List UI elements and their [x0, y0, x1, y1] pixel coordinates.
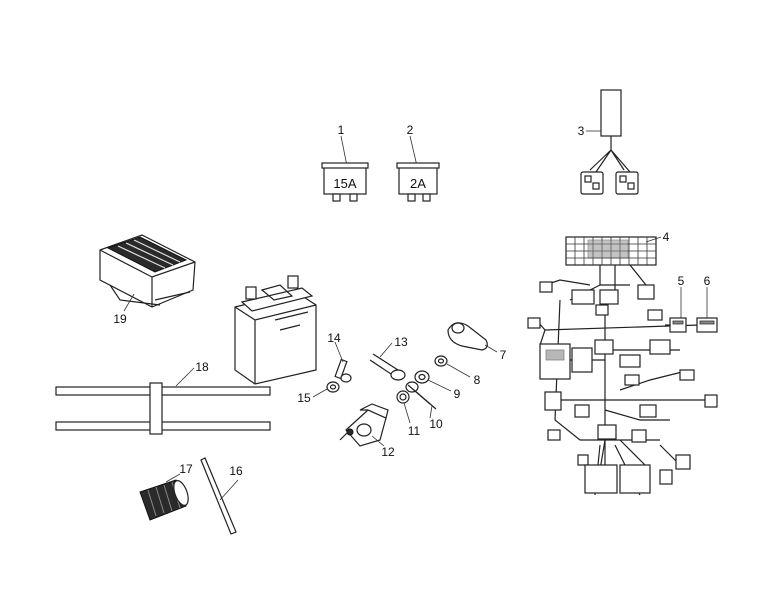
- callout-3: 3: [578, 124, 585, 138]
- callout-10: 10: [429, 417, 443, 431]
- connector-part-6: [696, 287, 718, 333]
- washer-part-10: [405, 381, 437, 419]
- fuse-15a-label: 15A: [333, 176, 356, 191]
- starter-solenoid: [339, 403, 389, 447]
- lock-washer-part-11: [396, 390, 411, 424]
- bolt-part-14: [334, 341, 352, 383]
- terminal-boot: [447, 322, 498, 353]
- connector-part-5: [665, 287, 687, 333]
- callout-8: 8: [474, 373, 481, 387]
- ecu-module: [99, 234, 196, 312]
- relay-harness: [580, 89, 639, 195]
- callout-9: 9: [454, 387, 461, 401]
- callout-13: 13: [394, 335, 408, 349]
- fuse-2a-label: 2A: [410, 176, 426, 191]
- callout-12: 12: [381, 445, 395, 459]
- callout-16: 16: [229, 464, 243, 478]
- callout-5: 5: [678, 274, 685, 288]
- callout-7: 7: [500, 348, 507, 362]
- washer-part-9: [414, 370, 452, 392]
- strap-part-18: [55, 367, 271, 435]
- callout-4: 4: [663, 230, 670, 244]
- rod-part-16: [200, 457, 239, 535]
- callout-17: 17: [179, 462, 193, 476]
- callout-6: 6: [704, 274, 711, 288]
- fuse-15a: 15A: [321, 135, 369, 202]
- main-wiring-harness: [527, 236, 718, 496]
- callout-labels: 1 2 3 4 5 6 7 8 9 10 11 12 13 14 15 16 1…: [113, 123, 710, 478]
- callout-14: 14: [327, 331, 341, 345]
- nut-part-15: [312, 381, 340, 398]
- callout-2: 2: [407, 123, 414, 137]
- sleeve-part-17: [139, 473, 189, 521]
- battery: [234, 275, 317, 385]
- battery-cable: [369, 342, 406, 381]
- callout-19: 19: [113, 312, 127, 326]
- callout-11: 11: [408, 424, 421, 438]
- callout-15: 15: [297, 391, 311, 405]
- callout-18: 18: [195, 360, 209, 374]
- callout-1: 1: [338, 123, 345, 137]
- fuse-2a: 2A: [396, 135, 440, 202]
- nut-part-8: [434, 355, 471, 378]
